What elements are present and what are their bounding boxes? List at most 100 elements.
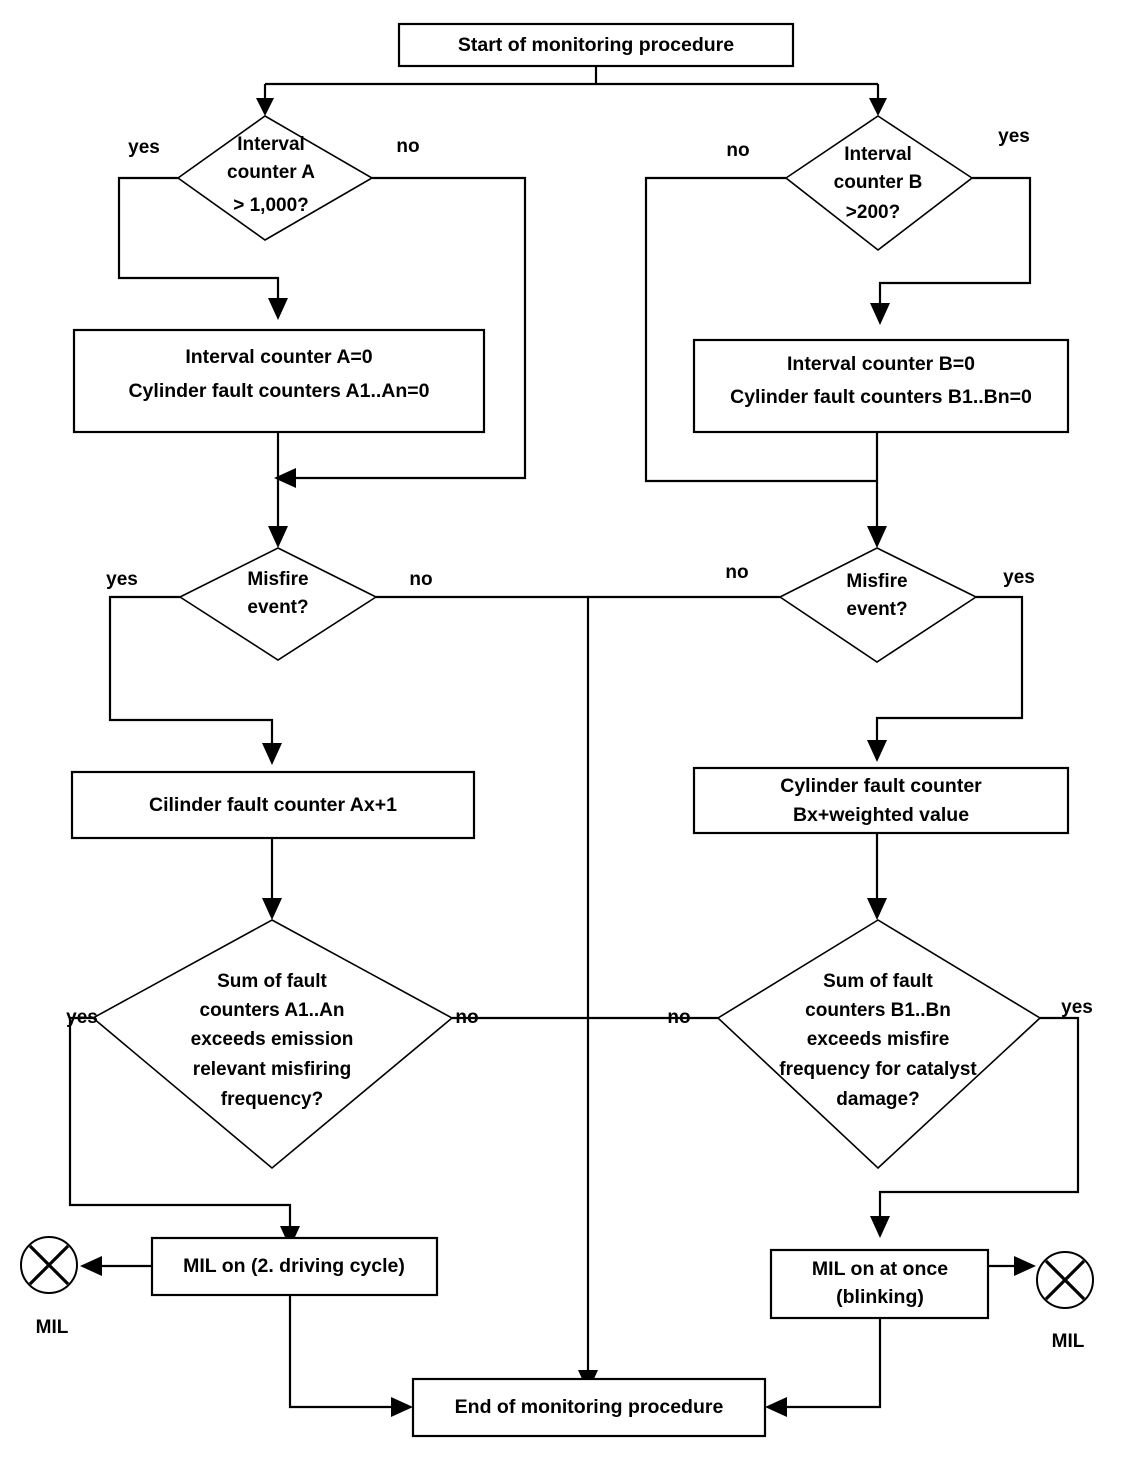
connector-sum-b-yes [878,1016,1080,1218]
decision-interval-a-line3: > 1,000? [233,195,309,216]
label-misfire-a-yes: yes [106,569,138,590]
arrowhead-mil-b-lamp [1014,1256,1036,1276]
connector-start-split [265,66,878,86]
start-box [397,22,795,68]
decision-interval-a-line2: counter A [227,162,315,183]
label-sum-b-no: no [667,1007,690,1028]
node-mil-on-a[interactable]: MIL on (2. driving cycle) [150,1236,439,1297]
reset-a-line2: Cylinder fault counters A1..An=0 [128,380,429,402]
arrowhead-sum-b-yes [870,1216,890,1238]
decision-interval-b-line3: >200? [846,202,900,223]
decision-sum-b-line4: frequency for catalyst [779,1059,977,1080]
connector-b-no [644,176,877,483]
label-a-yes: yes [128,137,160,158]
decision-sum-a-line4: relevant misfiring [193,1059,351,1080]
node-lamp-b[interactable]: MIL [1036,1251,1094,1352]
label-b-no: no [726,140,749,161]
decision-misfire-a-line1: Misfire [247,569,308,590]
decision-sum-b-line1: Sum of fault [823,971,933,992]
node-decision-sum-b[interactable]: Sum of fault counters B1..Bn exceeds mis… [716,919,1042,1170]
counter-bx-line1: Cylinder fault counter [780,775,982,797]
end-label: End of monitoring procedure [455,1396,724,1418]
node-counter-ax[interactable]: Cilinder fault counter Ax+1 [70,770,476,840]
mil-on-a-line1: MIL on (2. driving cycle) [183,1255,405,1277]
decision-sum-a-line2: counters A1..An [200,1000,345,1021]
arrowhead-mil-a-lamp [80,1256,102,1276]
connector-misfire-a-yes [108,595,274,745]
end-box [411,1377,767,1438]
node-decision-misfire-b[interactable]: Misfire event? [778,547,978,663]
start-label: Start of monitoring procedure [458,34,734,56]
decision-misfire-b-line2: event? [846,599,907,620]
node-decision-interval-b[interactable]: Interval counter B >200? [784,115,974,252]
reset-b-line2: Cylinder fault counters B1..Bn=0 [730,386,1032,408]
arrowhead-to-decision-b [869,98,887,116]
decision-interval-a-line1: Interval [237,134,305,155]
connector-a-yes [117,176,280,300]
label-misfire-a-no: no [409,569,432,590]
lamp-a-caption: MIL [36,1317,69,1338]
decision-sum-b-line5: damage? [836,1089,919,1110]
decision-misfire-b-line1: Misfire [846,571,907,592]
connector-sum-a-yes [68,1016,292,1228]
decision-sum-a-line1: Sum of fault [217,971,327,992]
mil-on-b-line2: (blinking) [836,1286,924,1308]
connector-mil-b-to-end [785,1318,882,1409]
mil-lamp-cross-icon [28,1244,70,1286]
decision-sum-b-line3: exceeds misfire [807,1029,950,1050]
arrowhead-a-yes-to-reset [268,298,288,320]
node-mil-on-b[interactable]: MIL on at once (blinking) [769,1248,990,1320]
reset-a-box [72,328,486,434]
decision-sum-a-line5: frequency? [221,1089,323,1110]
connector-a-no [294,176,527,480]
connector-mil-a-to-end [288,1294,393,1409]
counter-ax-box [70,770,476,840]
mil-on-b-box [769,1248,990,1320]
label-misfire-b-no: no [725,562,748,583]
mil-on-a-box [150,1236,439,1297]
arrowhead-a-no-join [274,468,296,488]
reset-b-line1: Interval counter B=0 [787,353,975,375]
mil-lamp-cross-icon [1044,1259,1086,1301]
node-decision-interval-a[interactable]: Interval counter A > 1,000? [176,115,374,241]
node-start[interactable]: Start of monitoring procedure [397,22,795,68]
node-reset-b[interactable]: Interval counter B=0 Cylinder fault coun… [692,338,1070,434]
node-decision-sum-a[interactable]: Sum of fault counters A1..An exceeds emi… [91,919,454,1170]
decision-sum-b-line2: counters B1..Bn [805,1000,951,1021]
decision-sum-a-diamond [91,919,454,1170]
label-misfire-b-yes: yes [1003,567,1035,588]
connector-misfire-b-yes [875,595,1024,742]
counter-bx-box [692,766,1070,835]
decision-misfire-a-diamond [178,547,378,661]
decision-misfire-b-diamond [778,547,978,663]
node-lamp-a[interactable]: MIL [20,1236,78,1338]
arrowhead-misfire-a-yes [262,743,282,765]
lamp-b-caption: MIL [1052,1331,1085,1352]
arrowhead-to-sum-b [867,898,887,920]
mil-on-b-line1: MIL on at once [812,1258,948,1280]
arrowhead-mil-b-end [765,1397,787,1417]
counter-ax-line1: Cilinder fault counter Ax+1 [149,794,397,816]
decision-misfire-a-line2: event? [247,597,308,618]
node-decision-misfire-a[interactable]: Misfire event? [178,547,378,661]
decision-sum-a-line3: exceeds emission [191,1029,354,1050]
arrowhead-to-misfire-a [268,526,288,548]
decision-interval-b-line1: Interval [844,144,912,165]
node-end[interactable]: End of monitoring procedure [411,1377,767,1438]
label-b-yes: yes [998,126,1030,147]
node-counter-bx[interactable]: Cylinder fault counter Bx+weighted value [692,766,1070,835]
decision-interval-b-line2: counter B [834,172,923,193]
connector-b-yes [878,176,1032,305]
label-a-no: no [396,136,419,157]
decision-interval-a-diamond [176,115,374,241]
arrowhead-to-decision-a [256,98,274,116]
reset-a-line1: Interval counter A=0 [185,346,372,368]
arrowhead-misfire-b-yes [867,740,887,762]
reset-b-box [692,338,1070,434]
arrowhead-to-sum-a [262,898,282,920]
node-reset-a[interactable]: Interval counter A=0 Cylinder fault coun… [72,328,486,434]
arrowhead-b-yes-to-reset [870,303,890,325]
label-sum-a-yes: yes [66,1007,98,1028]
